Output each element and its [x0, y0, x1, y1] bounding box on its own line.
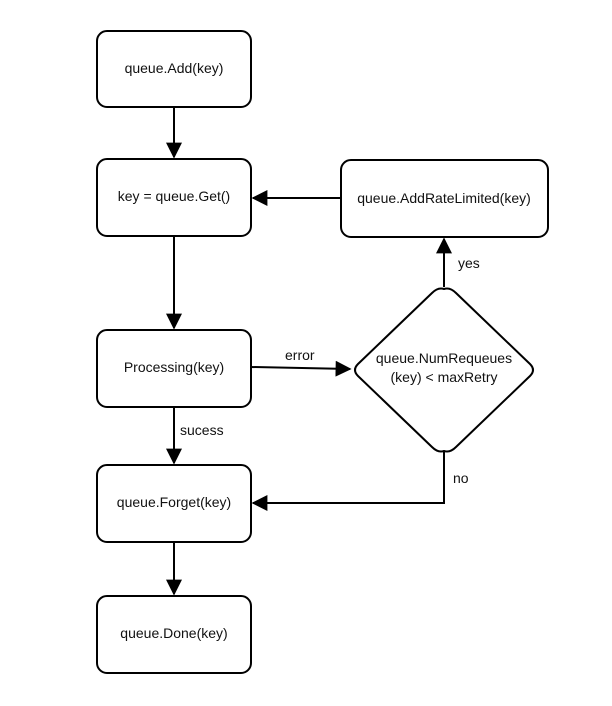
node-done: queue.Done(key)	[96, 595, 252, 674]
edge-label-error: error	[285, 347, 315, 363]
node-processing-label: Processing(key)	[124, 359, 224, 375]
edge-label-success: sucess	[180, 422, 224, 438]
node-add: queue.Add(key)	[96, 30, 252, 108]
node-decision: queue.NumRequeues (key) < maxRetry	[354, 287, 534, 453]
edge-label-no: no	[453, 470, 469, 486]
node-add-label: queue.Add(key)	[125, 60, 224, 76]
node-forget-label: queue.Forget(key)	[117, 494, 231, 510]
node-add-rate-limited: queue.AddRateLimited(key)	[340, 159, 549, 238]
node-get-label: key = queue.Get()	[118, 188, 230, 204]
node-done-label: queue.Done(key)	[120, 625, 227, 641]
node-forget: queue.Forget(key)	[96, 464, 252, 543]
node-get: key = queue.Get()	[96, 158, 252, 237]
edge-decision-to-forget	[251, 452, 445, 511]
edge-processing-to-decision	[250, 360, 352, 377]
edge-label-yes: yes	[458, 255, 480, 271]
node-add-rate-limited-label: queue.AddRateLimited(key)	[357, 190, 531, 206]
node-decision-label-line1: queue.NumRequeues	[376, 350, 512, 366]
node-processing: Processing(key)	[96, 329, 252, 408]
node-decision-label-line2: (key) < maxRetry	[391, 369, 498, 385]
